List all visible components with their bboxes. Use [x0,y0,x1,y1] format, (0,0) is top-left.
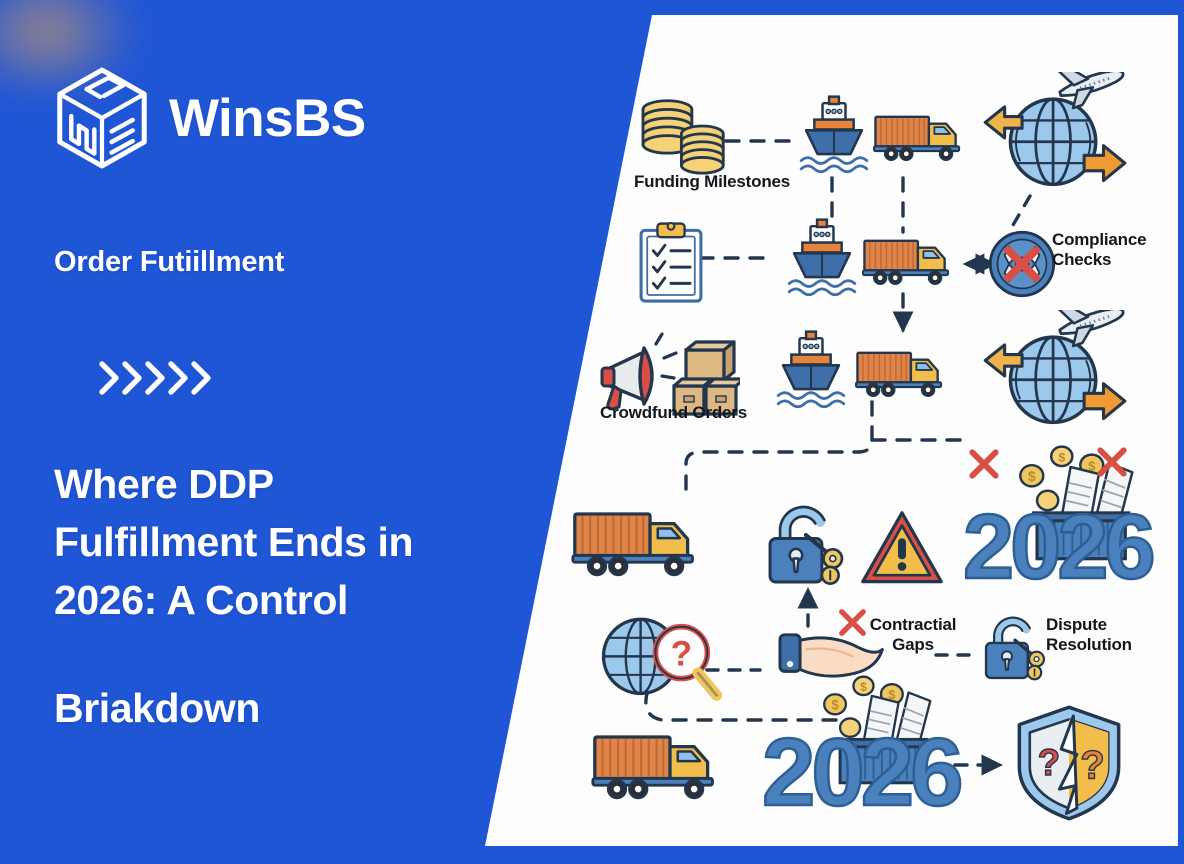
caption-contractual-gaps: Contractial Gaps [869,615,957,654]
headline-line-3: 2026: A Control [54,577,348,624]
caption-dispute-resolution: Dispute Resolution [1046,615,1132,654]
chevron-arrows-icon [99,361,211,395]
headline-line-1: Where DDP [54,461,274,507]
page-title: Where DDP Fulfillment Ends in 2026: A Co… [54,455,524,630]
brand-lockup: WinsBS [54,66,366,170]
brand-name: WinsBS [169,88,366,148]
year-label-bottom: 2026 [761,718,965,828]
year-label-mid: 2026 [962,495,1157,600]
caption-funding-milestones: Funding Milestones [634,172,791,191]
left-content-column: WinsBS Order Futiillment Where DDP Fulfi… [50,0,520,864]
caption-compliance-checks: Compliance Checks [1052,230,1147,269]
eyebrow-label: Order Futiillment [54,246,285,278]
subtitle-line: Briakdown [54,685,260,731]
caption-crowdfund-orders: Crowdfund Orders [600,403,747,422]
headline-line-2: Fulfillment Ends in [54,519,414,566]
winsbs-cube-logo-icon [57,67,147,169]
